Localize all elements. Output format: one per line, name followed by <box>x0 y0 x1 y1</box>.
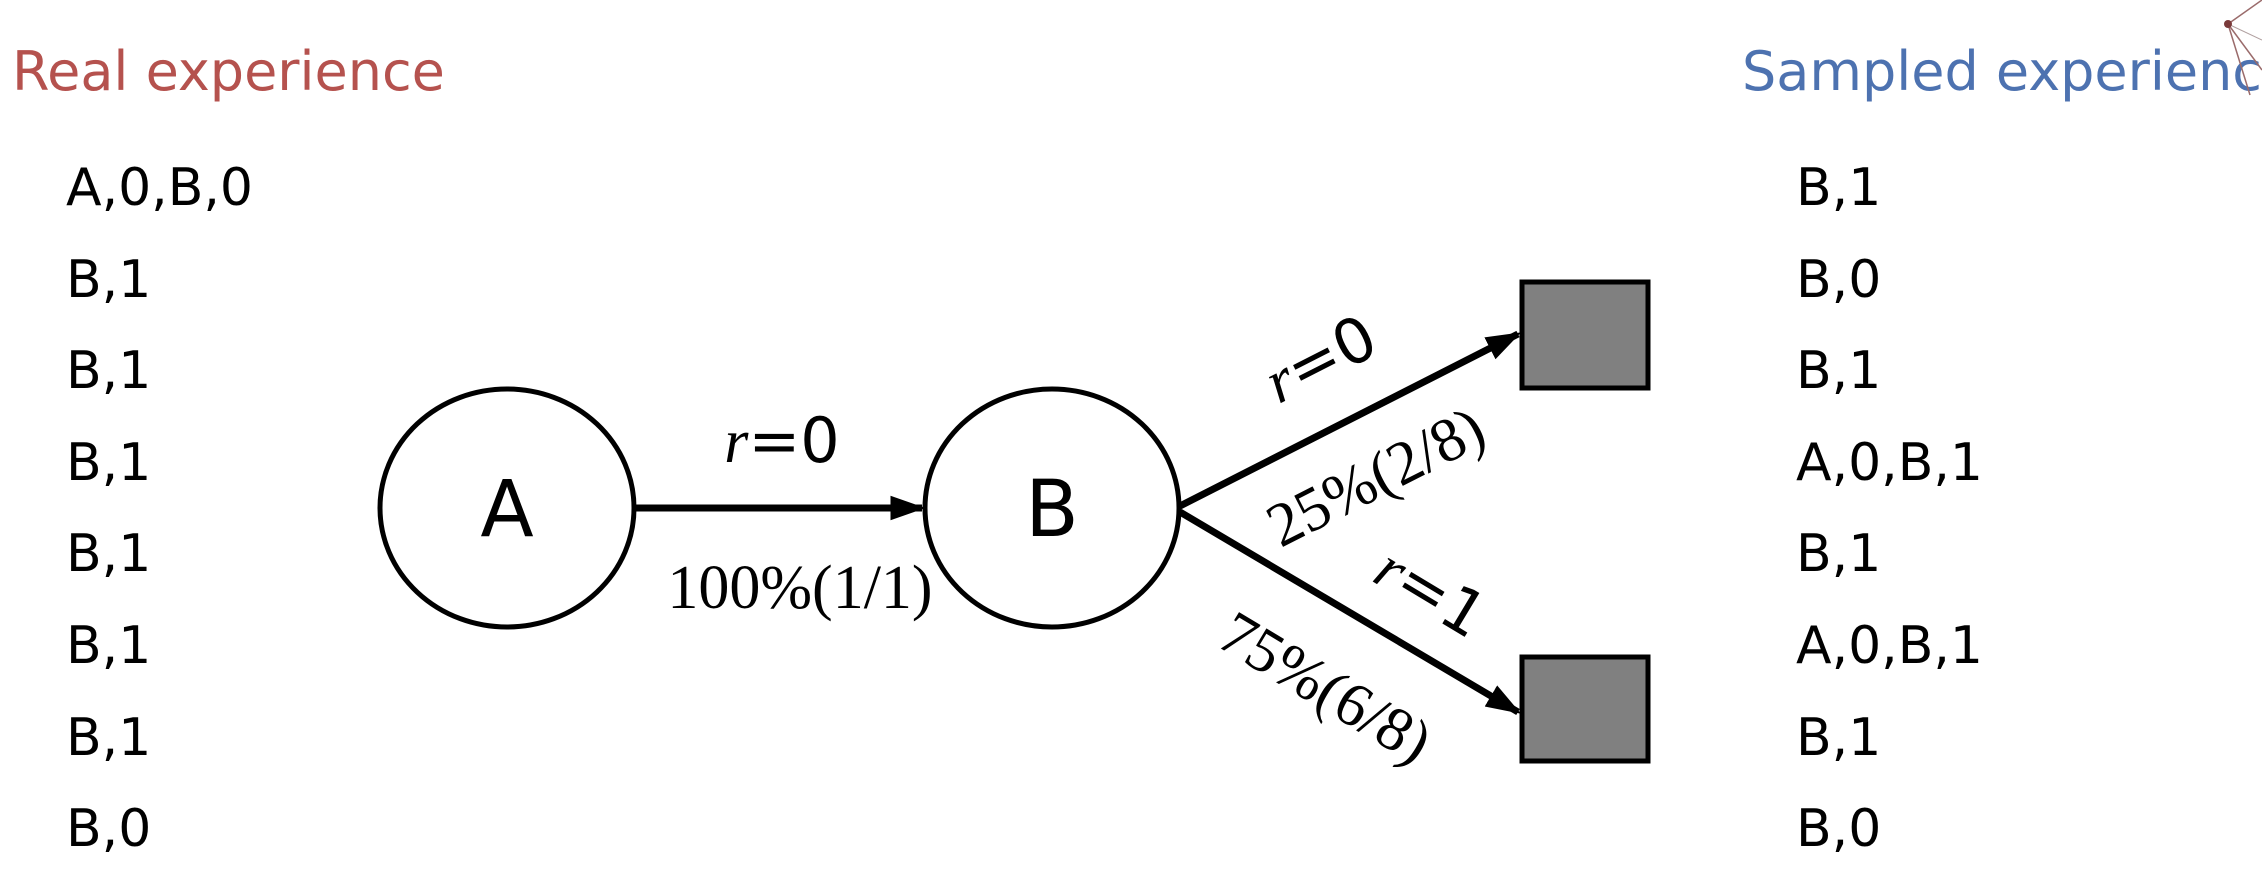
corner-decoration-icon <box>2224 0 2262 96</box>
list-item: B,0 <box>1796 249 1882 310</box>
real-experience-title: Real experience <box>12 40 445 103</box>
edge-b-to-top-reward: r=0 <box>1252 300 1388 418</box>
list-item: B,1 <box>66 524 152 585</box>
list-item: B,1 <box>1796 524 1882 585</box>
list-item: B,0 <box>1796 799 1882 860</box>
state-a-label: A <box>480 465 533 555</box>
terminal-state-top <box>1519 279 1651 391</box>
edge-b-to-bottom-probability: 75%(6/8) <box>1207 598 1443 777</box>
state-b-label: B <box>1025 465 1079 555</box>
edge-b-to-top-probability: 25%(2/8) <box>1256 394 1496 561</box>
list-item: A,0,B,0 <box>66 158 254 218</box>
list-item: B,1 <box>1796 707 1882 768</box>
reward-value: =0 <box>748 404 839 477</box>
list-item: A,0,B,1 <box>1796 615 1984 676</box>
list-item: B,0 <box>66 799 152 860</box>
list-item: B,1 <box>66 707 152 768</box>
reward-variable: r <box>724 408 749 476</box>
list-item: B,1 <box>1796 341 1882 402</box>
list-item: B,1 <box>1796 158 1882 218</box>
edge-b-to-top-arrow <box>1178 330 1522 510</box>
edge-b-to-bottom-arrow <box>1178 508 1522 716</box>
list-item: B,1 <box>66 341 152 402</box>
real-experience-list: A,0,B,0 B,1 B,1 B,1 B,1 B,1 B,1 B,0 <box>66 152 253 885</box>
list-item: B,1 <box>66 249 152 310</box>
list-item: A,0,B,1 <box>1796 432 1984 493</box>
edge-a-to-b-probability: 100%(1/1) <box>667 554 932 622</box>
list-item: B,1 <box>66 615 152 676</box>
sampled-experience-title: Sampled experience <box>1742 40 2262 103</box>
terminal-state-bottom <box>1519 654 1651 764</box>
list-item: B,1 <box>66 432 152 493</box>
sampled-experience-list: B,1 B,0 B,1 A,0,B,1 B,1 A,0,B,1 B,1 B,0 <box>1796 152 1983 885</box>
edge-a-to-b-reward: r=0 <box>724 404 840 477</box>
